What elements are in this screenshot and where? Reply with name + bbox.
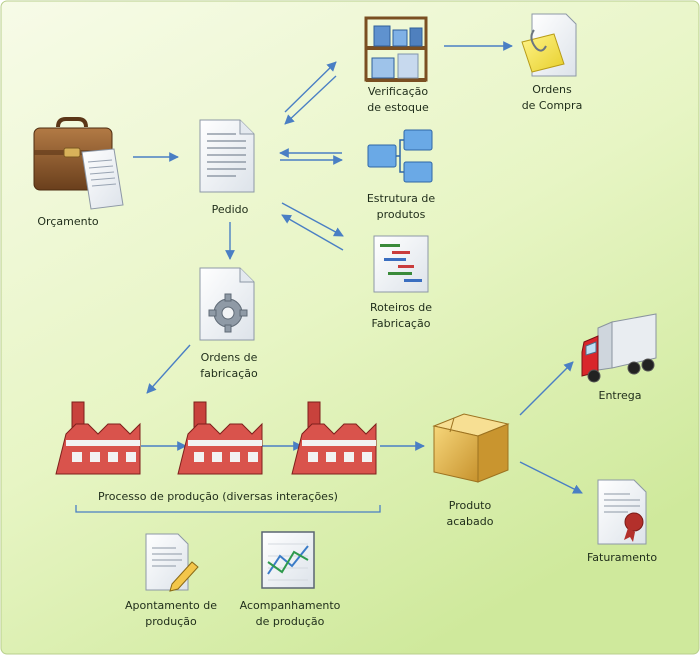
- node-label-faturamento: Faturamento: [586, 551, 658, 564]
- node-label-estrutura: Estrutura de produtos: [367, 191, 435, 223]
- arrows: [133, 41, 583, 494]
- node-label-line: de produção: [255, 615, 325, 628]
- box-icon: [432, 413, 510, 483]
- node-label-acompanhamento: Acompanhamento de produção: [240, 598, 341, 630]
- arrow-produto-faturamento: [519, 461, 583, 494]
- node-label-apontamento: Apontamento de produção: [125, 598, 217, 630]
- arrow-verificacao-pedido: [284, 75, 337, 125]
- node-label-line: Acompanhamento: [239, 599, 341, 612]
- node-label-orcamento: Orçamento: [37, 215, 99, 228]
- arrow-ordens-fabricacao-processo: [146, 344, 191, 394]
- node-label-line: fabricação: [200, 367, 258, 380]
- gantt-chart-icon: [373, 235, 429, 293]
- line-chart-icon: [261, 531, 315, 589]
- node-label-line: Verificação: [367, 85, 429, 98]
- node-label-line: Roteiros de: [369, 301, 433, 314]
- arrow-pedido-roteiros: [281, 202, 344, 237]
- sticky-note-icon: [521, 13, 577, 77]
- process-bracket: [75, 505, 381, 513]
- node-label-entrega: Entrega: [598, 389, 642, 402]
- node-label-line: Produto: [448, 499, 492, 512]
- gear-document-icon: [199, 267, 255, 341]
- node-label-line: produção: [145, 615, 197, 628]
- node-label-line: Fabricação: [371, 317, 431, 330]
- pencil-document-icon: [145, 533, 199, 592]
- node-label-line: de estoque: [367, 101, 429, 114]
- node-label-produto-acabado: Produto acabado: [447, 498, 494, 530]
- document-icon: [199, 119, 255, 193]
- arrow-roteiros-pedido: [281, 214, 344, 251]
- node-label-line: Estrutura de: [366, 192, 436, 205]
- factory-icon: [55, 401, 141, 475]
- node-label-ordens-fabricacao: Ordens de fabricação: [200, 350, 257, 382]
- arrow-produto-entrega: [519, 361, 574, 416]
- node-label-processo: Processo de produção (diversas interaçõe…: [98, 490, 338, 503]
- node-label-line: produtos: [376, 208, 426, 221]
- factory-icon: [291, 401, 377, 475]
- factory-icon: [177, 401, 263, 475]
- tree-structure-icon: [367, 129, 433, 183]
- certificate-icon: [597, 479, 647, 545]
- node-label-line: Ordens de: [200, 351, 258, 364]
- node-label-pedido: Pedido: [211, 203, 249, 216]
- node-label-verificacao: Verificação de estoque: [367, 84, 429, 116]
- node-label-line: acabado: [446, 515, 494, 528]
- node-label-ordens-compra: Ordens de Compra: [522, 82, 583, 114]
- briefcase-icon: [33, 117, 124, 210]
- arrow-pedido-verificacao: [284, 61, 337, 113]
- node-label-line: de Compra: [521, 99, 583, 112]
- node-label-line: Ordens: [532, 83, 572, 96]
- truck-icon: [581, 313, 657, 383]
- node-label-roteiros: Roteiros de Fabricação: [370, 300, 432, 332]
- node-label-line: Apontamento de: [124, 599, 218, 612]
- shelf-icon: [364, 16, 428, 82]
